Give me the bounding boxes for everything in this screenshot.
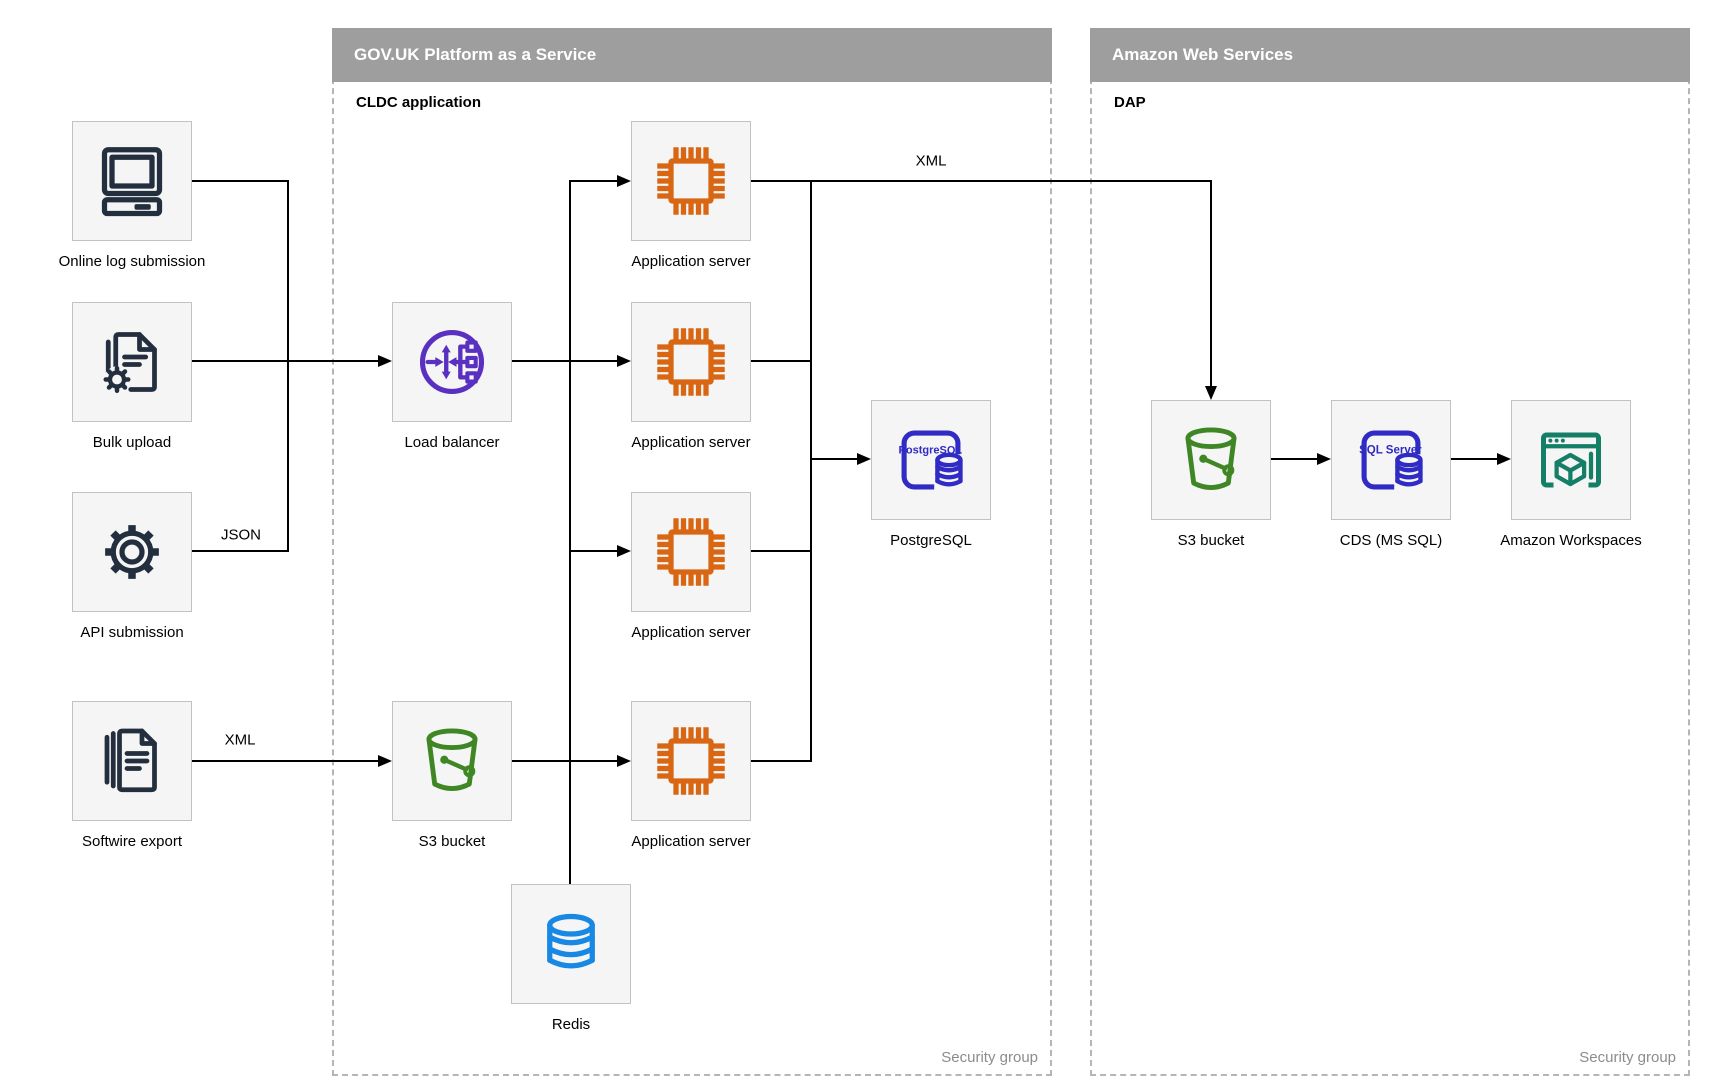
connector-line [1210,180,1212,386]
node-api-submission: API submission [72,492,192,641]
node-label: Redis [551,1016,591,1033]
node-label: Online log submission [58,253,206,270]
aws-header: Amazon Web Services [1090,28,1690,82]
gear-icon [72,492,192,612]
connector-line [287,180,289,552]
chip-icon [631,302,751,422]
node-cds-ms-sql: SQL Server CDS (MS SQL) [1331,400,1451,549]
node-postgresql: PostgreSQL PostgreSQL [871,400,991,549]
node-softwire-export: Softwire export [72,701,192,850]
workspaces-icon [1511,400,1631,520]
edge-label-xml-softwire: XML [220,731,260,749]
arrowhead [617,174,631,187]
chip-icon [631,121,751,241]
node-amazon-workspaces: Amazon Workspaces [1500,400,1642,549]
node-label: CDS (MS SQL) [1339,532,1443,549]
aws-container: Amazon Web Services DAP Security group [1090,28,1690,1076]
connector-line [512,360,571,362]
node-label: Softwire export [81,833,183,850]
connector-line [751,360,812,362]
node-application-server-2: Application server [631,302,751,451]
node-online-log-submission: Online log submission [59,121,205,270]
node-label: API submission [80,624,184,641]
govuk-paas-header: GOV.UK Platform as a Service [332,28,1052,82]
node-label: S3 bucket [418,833,486,850]
arrowhead [378,354,392,367]
s3-bucket-icon [1151,400,1271,520]
node-application-server-3: Application server [631,492,751,641]
arrowhead [1317,452,1331,465]
node-label: Application server [631,253,751,270]
bulk-upload-document-icon [72,302,192,422]
connector-line [192,760,380,762]
aws-title: Amazon Web Services [1112,45,1294,64]
node-label: Application server [631,624,751,641]
govuk-security-group-label: Security group [941,1049,1038,1066]
dap-label: DAP [1114,94,1146,111]
connector-line [751,550,812,552]
node-label: Application server [631,833,751,850]
arrowhead [617,754,631,767]
node-load-balancer: Load balancer [392,302,512,451]
redis-database-icon [511,884,631,1004]
edge-label-json: JSON [216,526,266,544]
node-label: Application server [631,434,751,451]
load-balancer-icon [392,302,512,422]
chip-icon [631,701,751,821]
node-label: S3 bucket [1177,532,1245,549]
cldc-application-label: CLDC application [356,94,482,111]
arrowhead [1204,386,1217,400]
node-bulk-upload: Bulk upload [72,302,192,451]
arrowhead [617,354,631,367]
govuk-paas-title: GOV.UK Platform as a Service [354,45,597,64]
documents-icon [72,701,192,821]
computer-icon [72,121,192,241]
arrowhead [1497,452,1511,465]
aws-security-group-label: Security group [1579,1049,1676,1066]
connector-line [751,760,812,762]
node-label: PostgreSQL [890,532,972,549]
connector-line [810,180,812,762]
node-label: Amazon Workspaces [1500,532,1642,549]
node-redis: Redis [511,884,631,1033]
connector-line [570,550,617,552]
sql-server-icon: SQL Server [1331,400,1451,520]
node-s3-bucket-paas: S3 bucket [392,701,512,850]
connector-line [192,550,288,552]
govuk-paas-container: GOV.UK Platform as a Service CLDC applic… [332,28,1052,1076]
node-application-server-1: Application server [631,121,751,270]
connector-line [570,360,617,362]
arrowhead [857,452,871,465]
connector-line [570,180,617,182]
edge-label-xml-dap: XML [911,152,951,170]
connector-line [512,760,617,762]
connector-line [1451,458,1497,460]
connector-line [1271,458,1317,460]
chip-icon [631,492,751,612]
postgresql-icon: PostgreSQL [871,400,991,520]
node-application-server-4: Application server [631,701,751,850]
node-s3-bucket-aws: S3 bucket [1151,400,1271,549]
connector-line [751,180,1211,182]
connector-line [569,180,571,885]
connector-line [811,458,857,460]
s3-bucket-icon [392,701,512,821]
arrowhead [617,544,631,557]
connector-line [192,360,380,362]
arrowhead [378,754,392,767]
connector-line [192,180,288,182]
node-label: Bulk upload [92,434,172,451]
node-label: Load balancer [404,434,500,451]
